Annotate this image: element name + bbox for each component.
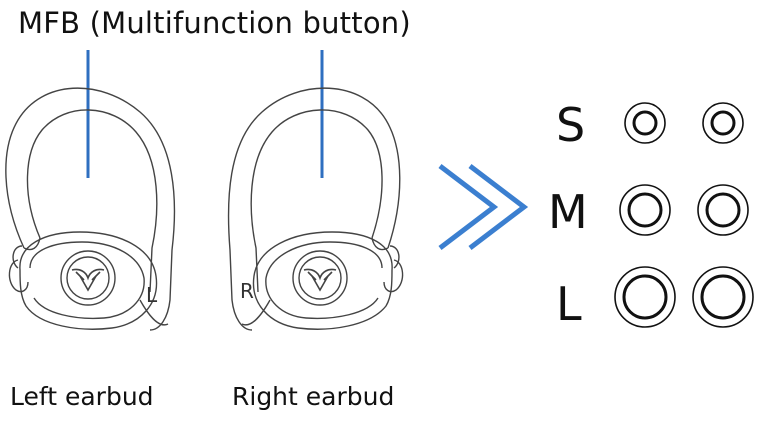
size-letter-l: L xyxy=(556,277,582,331)
right-earbud-drawing xyxy=(227,87,404,331)
right-bud-letter: R xyxy=(240,279,254,303)
ear-tip-icon xyxy=(692,266,754,328)
left-mfb-logo-icon xyxy=(71,268,105,292)
right-earbud-caption: Right earbud xyxy=(232,382,395,411)
left-earbud-drawing xyxy=(5,87,176,331)
right-mfb-logo-icon xyxy=(303,268,337,292)
size-letter-s: S xyxy=(556,98,585,152)
ear-tip-icon xyxy=(702,102,744,144)
ear-tip-icon xyxy=(624,102,666,144)
ear-tip-icon xyxy=(619,184,671,236)
left-bud-letter: L xyxy=(146,283,158,307)
ear-tip-icon xyxy=(697,184,749,236)
left-earbud-caption: Left earbud xyxy=(10,382,154,411)
ear-tip-icon xyxy=(614,266,676,328)
size-letter-m: M xyxy=(548,185,588,239)
mfb-callout-label: MFB (Multifunction button) xyxy=(18,6,411,40)
double-chevron-right-icon xyxy=(438,164,529,250)
